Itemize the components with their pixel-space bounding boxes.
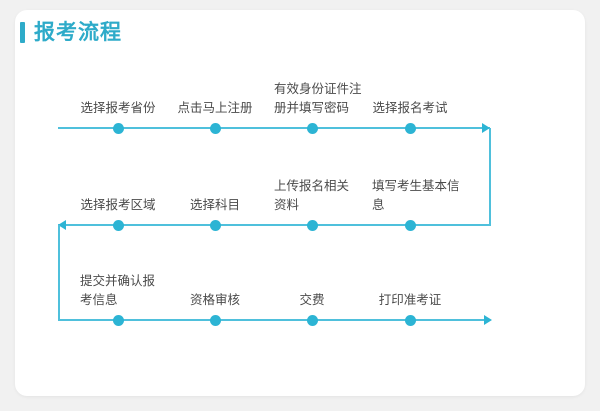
content-card	[15, 10, 585, 396]
page-title: 报考流程	[20, 22, 122, 43]
title-accent-bar	[20, 22, 25, 43]
page-title-label: 报考流程	[34, 21, 122, 44]
